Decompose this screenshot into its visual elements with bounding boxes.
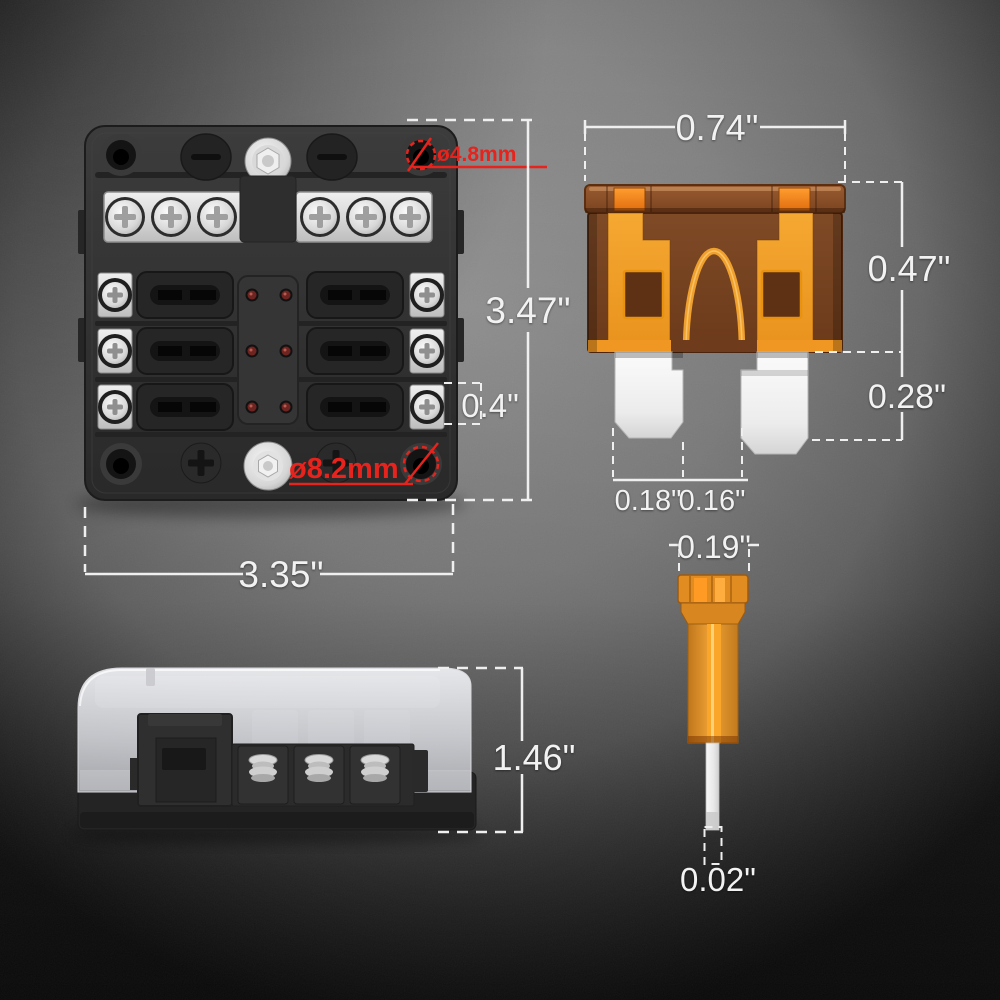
red-annotations: ø4.8mm ø8.2mm xyxy=(289,137,547,486)
terminal-strip-right xyxy=(295,191,433,243)
blade-thickness-dimension-label: 0.02" xyxy=(680,861,756,898)
fuse-side-cap xyxy=(677,574,749,604)
led-indicator xyxy=(245,288,293,414)
led-indicator-panel xyxy=(237,275,299,425)
fuse-box-dimensions: 3.47" 0.4" 3.35" xyxy=(83,118,571,595)
fuse-cap-window xyxy=(613,187,646,212)
terminal-screw xyxy=(105,197,145,237)
blade-fuse-side-dimensions: 0.19" 0.02" xyxy=(669,529,759,898)
blade-tip-marker xyxy=(703,826,723,865)
slot-width-dimension-label: 0.4" xyxy=(461,387,519,424)
fuse-slot-row xyxy=(97,383,445,431)
cover-tab xyxy=(146,668,155,686)
fuse-cap-window xyxy=(778,187,811,212)
blade-length-dimension-label: 0.28" xyxy=(868,378,946,416)
fuse-width-dimension-label: 0.74" xyxy=(676,107,759,148)
fuse-blade-left xyxy=(614,351,684,439)
blade-fuse-side-view xyxy=(677,574,749,831)
fuse-slot-rows xyxy=(97,271,445,431)
fuse-slot-row xyxy=(97,271,445,319)
side-view-screw xyxy=(248,754,278,782)
power-stud-top xyxy=(244,137,292,185)
fuse-slot-row xyxy=(97,327,445,375)
stud-hole-callout: ø8.2mm xyxy=(289,442,440,486)
stud-hole-diameter-label: ø8.2mm xyxy=(289,453,399,485)
terminal-screw xyxy=(300,197,340,237)
fuse-body-height-dimension-label: 0.47" xyxy=(868,248,951,289)
fuse-box-side-dimensions: 1.46" xyxy=(438,666,576,834)
cover-screws xyxy=(180,442,357,484)
fuse-block-top-view xyxy=(76,125,466,518)
box-height-dimension-label: 3.47" xyxy=(485,290,570,331)
fuse-element-window xyxy=(760,269,803,320)
terminal-strip-left xyxy=(103,191,247,243)
terminal-screw xyxy=(197,197,237,237)
box-side-height-dimension-label: 1.46" xyxy=(493,737,576,778)
oval-screw-covers xyxy=(180,133,358,181)
terminal-screw xyxy=(151,197,191,237)
power-stud-bottom xyxy=(243,441,293,491)
box-width-dimension-label: 3.35" xyxy=(238,554,323,595)
fuse-block-side-view xyxy=(71,667,481,844)
blade-width-dimension-label: 0.18" xyxy=(615,485,682,517)
fuse-element-window xyxy=(622,269,665,320)
blade-gap-dimension-label: 0.16" xyxy=(679,485,746,517)
mounting-hole-circle-marker xyxy=(405,139,437,171)
mounting-hole-diameter-label: ø4.8mm xyxy=(437,143,516,166)
blade-fuse-dimensions: 0.74" 0.47" 0.28" 0.18" 0.16" xyxy=(583,107,951,517)
terminal-screw xyxy=(390,197,430,237)
side-view-screw xyxy=(360,754,390,782)
blade-fuse-front-view xyxy=(584,184,846,455)
mounting-hole-callout: ø4.8mm xyxy=(405,137,547,172)
stud-hole-circle-marker xyxy=(402,445,440,483)
side-view-terminal-strip xyxy=(231,743,428,807)
fuse-thickness-dimension-label: 0.19" xyxy=(677,529,751,565)
terminal-screw xyxy=(346,197,386,237)
side-view-left-block xyxy=(130,713,238,807)
fuse-side-shoulder xyxy=(680,602,746,627)
fuse-blade-right xyxy=(740,351,809,455)
side-view-screw xyxy=(304,754,334,782)
